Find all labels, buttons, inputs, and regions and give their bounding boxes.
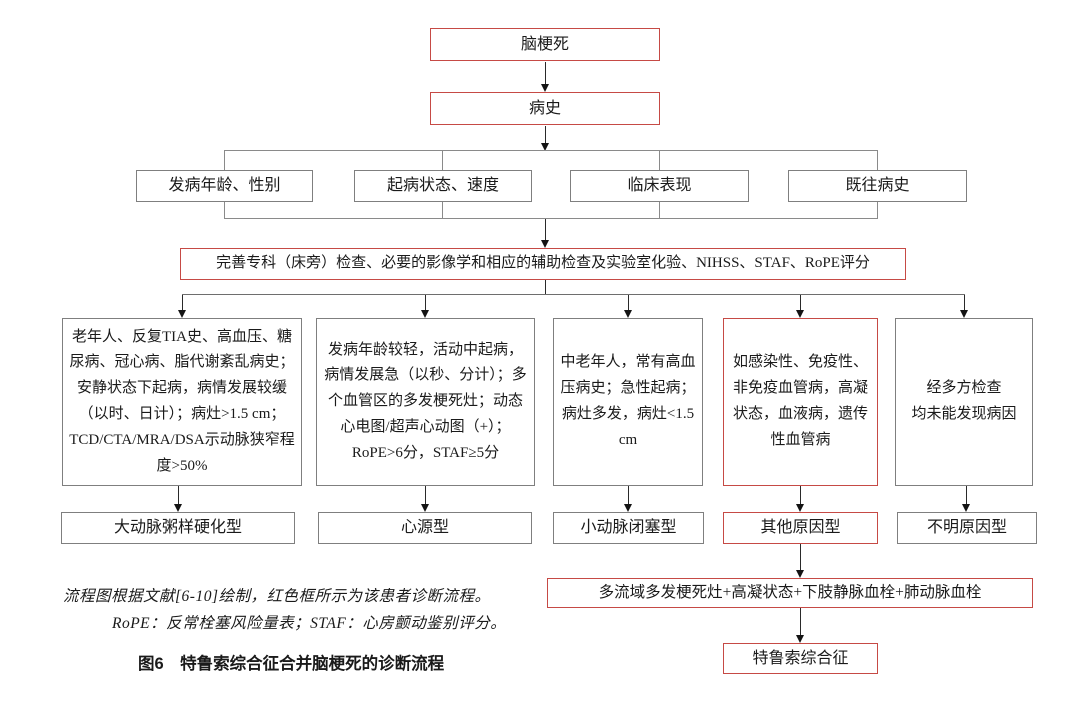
connector (877, 202, 878, 219)
arrowhead (624, 310, 632, 318)
arrow-factors-to-workup (545, 219, 546, 240)
arrowhead (624, 504, 632, 512)
node-subtype-large-artery-atherosclerosis: 大动脉粥样硬化型 (61, 512, 295, 544)
arrowhead (796, 635, 804, 643)
arrowhead (541, 240, 549, 248)
arrowhead (960, 310, 968, 318)
connector (224, 150, 225, 170)
node-cerebral-infarction: 脑梗死 (430, 28, 660, 61)
connector (877, 150, 878, 170)
node-criteria-cardioembolic: 发病年龄较轻，活动中起病，病情发展急（以秒、分计）；多个血管区的多发梗死灶；动态… (316, 318, 535, 486)
node-trousseau-findings: 多流域多发梗死灶+高凝状态+下肢静脉血栓+肺动脉血栓 (547, 578, 1033, 608)
connector (442, 202, 443, 219)
arrow-to-subtype-3 (628, 486, 629, 504)
arrowhead (796, 570, 804, 578)
node-subtype-small-artery-occlusion: 小动脉闭塞型 (553, 512, 704, 544)
node-medical-history: 病史 (430, 92, 660, 125)
arrow-to-criteria-3 (628, 295, 629, 310)
connector-factors-top-bar (224, 150, 878, 151)
connector-criteria-bar (182, 294, 965, 295)
arrow-to-subtype-4 (800, 486, 801, 504)
node-onset-age-sex: 发病年龄、性别 (136, 170, 313, 202)
node-onset-state-speed: 起病状态、速度 (354, 170, 532, 202)
arrowhead (541, 84, 549, 92)
connector (659, 150, 660, 170)
node-trousseau-syndrome: 特鲁索综合征 (723, 643, 878, 674)
arrow-to-criteria-2 (425, 295, 426, 310)
arrow-other-to-findings (800, 544, 801, 570)
arrowhead (421, 504, 429, 512)
node-clinical-manifestation: 临床表现 (570, 170, 749, 202)
node-criteria-large-artery: 老年人、反复TIA史、高血压、糖尿病、冠心病、脂代谢紊乱病史；安静状态下起病，病… (62, 318, 302, 486)
arrowhead (962, 504, 970, 512)
connector (442, 150, 443, 170)
node-criteria-other-cause: 如感染性、免疫性、非免疫血管病，高凝状态，血液病，遗传性血管病 (723, 318, 878, 486)
arrowhead (796, 504, 804, 512)
arrow-to-criteria-5 (964, 295, 965, 310)
arrowhead (796, 310, 804, 318)
arrowhead (421, 310, 429, 318)
node-subtype-other-cause: 其他原因型 (723, 512, 878, 544)
arrow-to-subtype-1 (178, 486, 179, 504)
connector-workup-down (545, 280, 546, 294)
figure-note-line2: RoPE：反常栓塞风险量表；STAF：心房颤动鉴别评分。 (112, 615, 507, 632)
figure-title: 图6 特鲁索综合征合并脑梗死的诊断流程 (138, 655, 445, 673)
figure-note-line1: 流程图根据文献[6-10]绘制，红色框所示为该患者诊断流程。 (63, 588, 491, 605)
arrow-findings-to-trousseau (800, 608, 801, 635)
arrowhead (541, 143, 549, 151)
arrowhead (178, 310, 186, 318)
node-past-history: 既往病史 (788, 170, 967, 202)
node-subtype-cardioembolic: 心源型 (318, 512, 532, 544)
arrow-history-to-factors (545, 126, 546, 143)
node-criteria-small-artery: 中老年人，常有高血压病史；急性起病；病灶多发，病灶<1.5 cm (553, 318, 703, 486)
arrow-to-subtype-5 (966, 486, 967, 504)
node-criteria-undetermined: 经多方检查 均未能发现病因 (895, 318, 1033, 486)
arrow-start-to-history (545, 62, 546, 84)
connector-factors-bottom-bar (224, 218, 878, 219)
node-subtype-undetermined: 不明原因型 (897, 512, 1037, 544)
arrow-to-criteria-4 (800, 295, 801, 310)
arrowhead (174, 504, 182, 512)
connector (659, 202, 660, 219)
arrow-to-criteria-1 (182, 295, 183, 310)
node-workup: 完善专科（床旁）检查、必要的影像学和相应的辅助检查及实验室化验、NIHSS、ST… (180, 248, 906, 280)
connector (224, 202, 225, 219)
arrow-to-subtype-2 (425, 486, 426, 504)
